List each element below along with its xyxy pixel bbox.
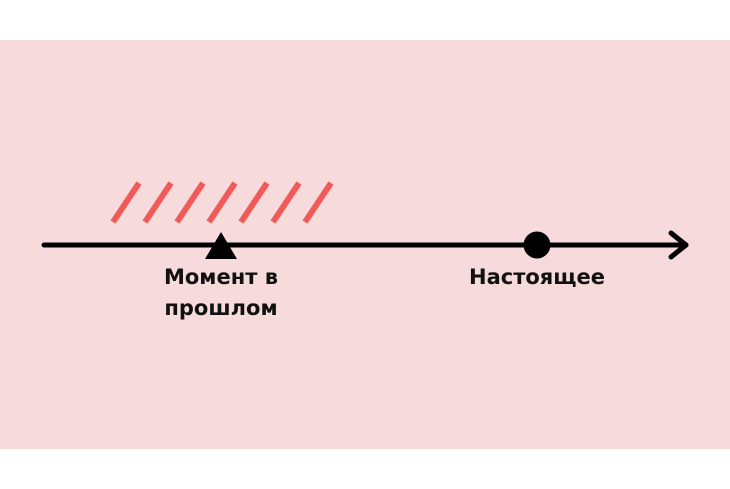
past-moment-label: Момент в прошлом bbox=[121, 262, 321, 324]
hatch-mark bbox=[142, 181, 174, 224]
present-circle-marker bbox=[523, 231, 551, 259]
past-moment-label-line1: Момент в bbox=[163, 265, 278, 289]
past-moment-triangle-marker bbox=[205, 232, 237, 259]
hatch-mark bbox=[206, 181, 238, 224]
hatch-mark bbox=[302, 181, 334, 224]
past-moment-label-line2: прошлом bbox=[164, 296, 278, 320]
hatch-marks bbox=[110, 181, 334, 224]
hatch-mark bbox=[238, 181, 270, 224]
hatch-mark bbox=[174, 181, 206, 224]
present-label: Настоящее bbox=[469, 265, 605, 289]
hatch-mark bbox=[110, 181, 142, 224]
hatch-mark bbox=[270, 181, 302, 224]
arrow-head-icon bbox=[668, 230, 689, 260]
